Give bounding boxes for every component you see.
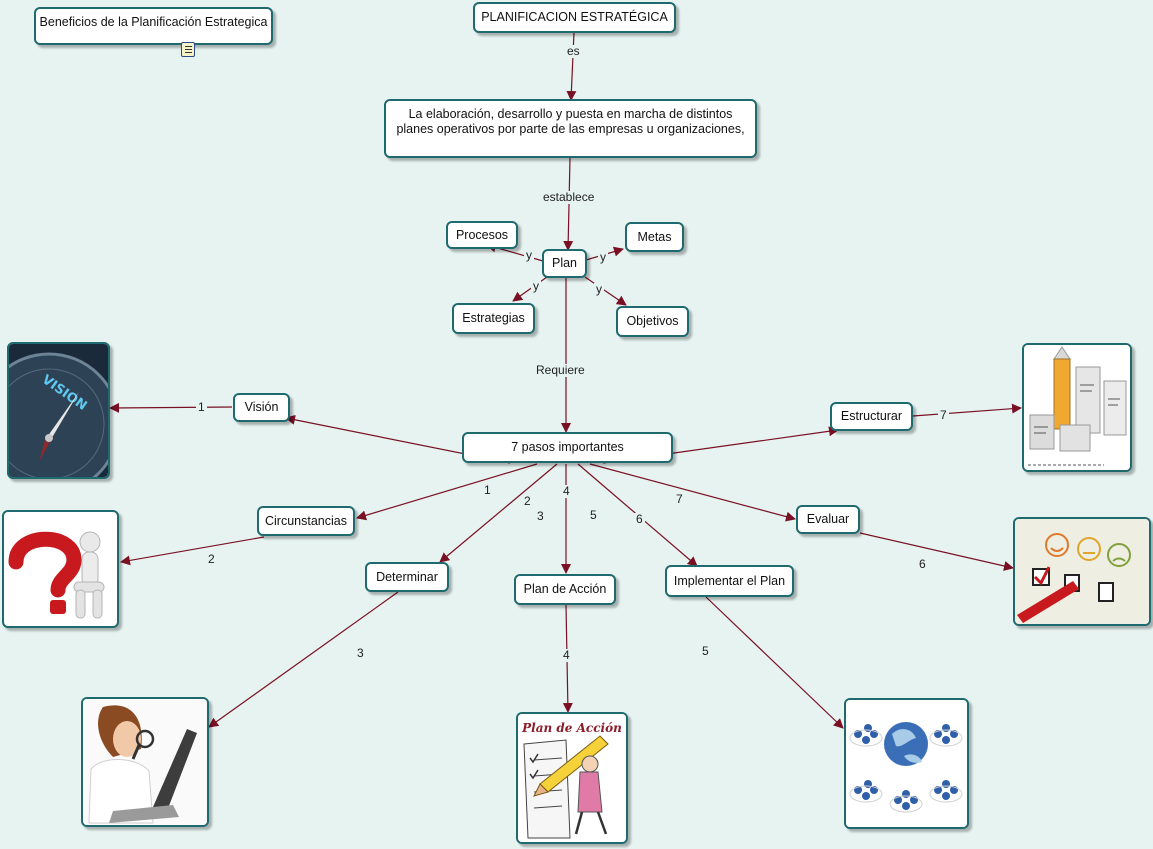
link-label-establece: establece [541,190,597,204]
node-siete-pasos[interactable]: 7 pasos importantes [462,432,673,463]
node-elaboracion[interactable]: La elaboración, desarrollo y puesta en m… [384,99,757,158]
node-beneficios[interactable]: Beneficios de la Planificación Estrategi… [34,7,273,57]
node-estructurar-label: Estructurar [840,409,903,423]
node-implementar-el-plan[interactable]: Implementar el Plan [665,565,794,597]
link-label-6: 6 [917,557,928,571]
link-label-2: 2 [522,494,533,508]
link-label-y: y [524,248,534,262]
node-determinar[interactable]: Determinar [365,562,449,592]
link-label-5: 5 [588,508,599,522]
node-estrategias-label: Estrategias [462,311,525,325]
node-plan[interactable]: Plan [542,249,587,278]
woman-magnifier-laptop-image[interactable] [81,697,209,827]
note-icon[interactable] [181,42,195,57]
node-vision-label: Visión [244,400,279,414]
node-implementar-label: Implementar el Plan [673,573,786,588]
link-label-y: y [531,279,541,293]
node-metas[interactable]: Metas [625,222,684,252]
link-label-y: y [598,250,608,264]
structure-blocks-image[interactable] [1022,343,1132,472]
node-metas-label: Metas [637,229,672,244]
plan-de-accion-caption: Plan de Acción [521,721,622,735]
link-label-4: 4 [561,648,572,662]
global-network-image[interactable] [844,698,969,829]
node-planificacion-estrategica[interactable]: PLANIFICACION ESTRATÉGICA [473,2,676,33]
node-siete-pasos-label: 7 pasos importantes [511,440,624,454]
node-beneficios-label: Beneficios de la Planificación Estrategi… [39,15,268,29]
link-label-7: 7 [938,408,949,422]
node-vision[interactable]: Visión [233,393,290,422]
node-circunstancias-label: Circunstancias [265,513,347,528]
link-label-6: 6 [634,512,645,526]
node-circunstancias[interactable]: Circunstancias [257,506,355,536]
question-mark-person-image[interactable] [2,510,119,628]
node-procesos-label: Procesos [455,227,509,242]
link-label-7: 7 [674,492,685,506]
link-label-3: 3 [355,646,366,660]
link-label-3: 3 [535,509,546,523]
node-estrategias[interactable]: Estrategias [452,303,535,334]
plan-de-accion-image[interactable]: Plan de Acción [516,712,628,844]
node-plan-de-accion[interactable]: Plan de Acción [514,574,616,605]
node-estructurar[interactable]: Estructurar [830,402,913,431]
node-plan-de-accion-label: Plan de Acción [523,582,607,596]
node-procesos[interactable]: Procesos [446,221,518,249]
node-elaboracion-label: La elaboración, desarrollo y puesta en m… [396,107,745,136]
link-label-4: 4 [561,484,572,498]
node-determinar-label: Determinar [376,569,438,584]
link-label-1: 1 [196,400,207,414]
node-objetivos[interactable]: Objetivos [616,306,689,337]
link-label-5: 5 [700,644,711,658]
node-plan-label: Plan [551,256,578,270]
link-label-2: 2 [206,552,217,566]
node-planificacion-label: PLANIFICACION ESTRATÉGICA [481,10,668,24]
link-label-requiere: Requiere [534,363,587,377]
vision-compass-image[interactable]: VISION [7,342,110,479]
node-evaluar[interactable]: Evaluar [796,505,860,534]
evaluation-faces-image[interactable] [1013,517,1151,626]
link-label-es: es [565,44,582,58]
node-objetivos-label: Objetivos [626,314,679,328]
link-label-y: y [594,282,604,296]
link-label-1: 1 [482,483,493,497]
node-evaluar-label: Evaluar [806,512,850,526]
